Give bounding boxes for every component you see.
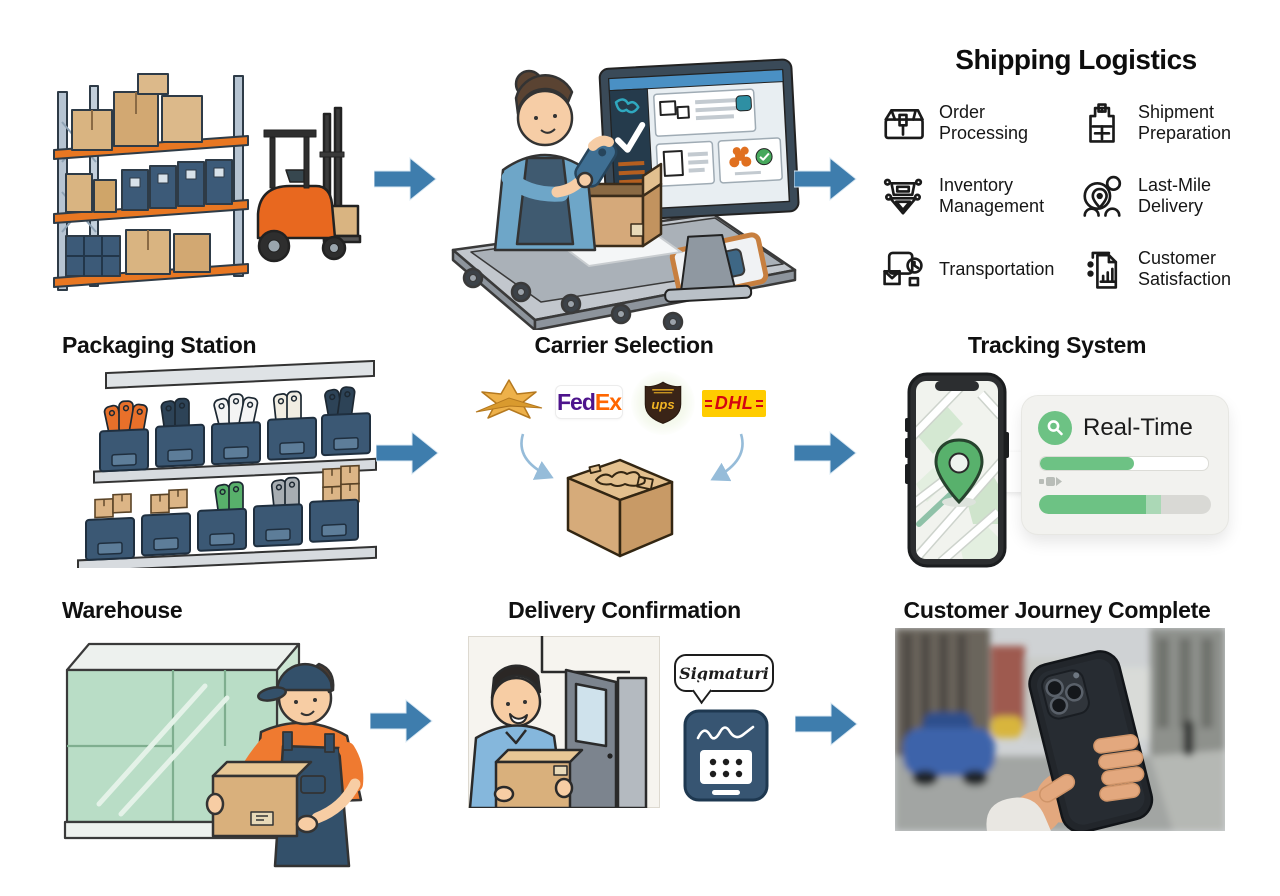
warehouse-handoff-illustration — [63, 642, 364, 868]
packing-station-illustration — [451, 58, 800, 330]
mail-clock-icon — [883, 251, 923, 287]
logistics-item-label: Transportation — [939, 258, 1055, 279]
signature-bubble-text: Sigmaturi — [679, 663, 769, 683]
flow-arrow-5 — [370, 698, 433, 744]
carrier-choice-arrows — [520, 433, 744, 482]
tracking-phone-illustration — [905, 372, 1009, 568]
dhl-dash-left — [704, 400, 712, 407]
realtime-card-header: Real-Time — [1022, 396, 1228, 451]
magnifier-icon — [1038, 411, 1072, 445]
logistics-items-grid: Order Processing Shipment Preparation — [880, 100, 1272, 292]
logistics-item-label: Shipment Preparation — [1138, 102, 1232, 143]
logistics-item-inventory-management: Inventory Management — [880, 173, 1073, 219]
dhl-dash-right — [756, 400, 764, 407]
logistics-item-label: Customer Satisfaction — [1138, 248, 1232, 289]
signature-speech-bubble: Sigmaturi — [674, 654, 774, 692]
tracking-progress-bar-bottom — [1039, 495, 1211, 514]
flow-arrow-6 — [795, 701, 858, 747]
logistics-item-label: Order Processing — [939, 102, 1029, 143]
warehouse-label: Warehouse — [62, 597, 183, 623]
dhl-logo: DHL — [702, 390, 766, 417]
tracking-progress-bar-top — [1039, 456, 1209, 471]
packaging-bins-illustration — [77, 360, 377, 568]
tracking-progress-fill-bottom — [1039, 495, 1146, 514]
delivery-confirmation-label: Delivery Confirmation — [508, 597, 741, 623]
packaging-station-label: Packaging Station — [62, 332, 257, 358]
inventory-funnel-icon — [883, 178, 923, 215]
fedex-logo-text-fed: Fed — [556, 388, 596, 415]
fedex-logo-text-ex: Ex — [594, 388, 622, 415]
parcel-label-icon — [1089, 103, 1115, 143]
ups-logo: ups — [631, 371, 695, 435]
logistics-item-label: Last-Mile Delivery — [1138, 175, 1212, 216]
logistics-item-shipment-preparation: Shipment Preparation — [1079, 100, 1272, 146]
customer-journey-label: Customer Journey Complete — [903, 597, 1211, 623]
flow-arrow-4 — [794, 430, 857, 476]
customer-photo — [895, 628, 1225, 831]
map-pin-route-icon — [1083, 175, 1122, 217]
door-delivery-illustration — [468, 636, 660, 808]
realtime-label: Real-Time — [1083, 414, 1193, 441]
gold-star-carrier-logo — [475, 379, 543, 419]
parcel-box-illustration — [566, 458, 674, 558]
forklift-icon — [256, 106, 362, 263]
tracking-progress-fill-light — [1145, 495, 1162, 514]
tracking-system-label: Tracking System — [967, 332, 1147, 358]
warehouse-worker — [205, 662, 364, 868]
warehouse-rack-illustration — [53, 73, 362, 291]
logistics-item-label: Inventory Management — [939, 175, 1045, 216]
dhl-logo-text: DHL — [714, 393, 754, 413]
flow-arrow-2 — [794, 156, 857, 202]
logistics-item-order-processing: Order Processing — [880, 100, 1073, 146]
signature-pad-icon — [683, 709, 769, 802]
shipping-logistics-panel: Shipping Logistics Order Processing — [880, 44, 1272, 292]
carrier-selection-label: Carrier Selection — [534, 332, 714, 358]
truck-icon — [1039, 476, 1228, 489]
ups-shield-icon: ups — [644, 381, 682, 425]
report-chart-icon — [1087, 251, 1118, 289]
logistics-item-transportation: Transportation — [880, 246, 1073, 292]
tracking-progress-fill-top — [1040, 457, 1135, 470]
svg-text:ups: ups — [651, 397, 674, 412]
flow-arrow-3 — [376, 430, 439, 476]
shipping-logistics-title: Shipping Logistics — [955, 44, 1197, 75]
packer-person — [493, 69, 618, 252]
realtime-tracking-card: Real-Time — [1022, 396, 1228, 534]
logistics-item-last-mile-delivery: Last-Mile Delivery — [1079, 173, 1272, 219]
logistics-item-customer-satisfaction: Customer Satisfaction — [1079, 246, 1272, 292]
flow-arrow-1 — [374, 156, 437, 202]
order-box-icon — [884, 109, 924, 140]
